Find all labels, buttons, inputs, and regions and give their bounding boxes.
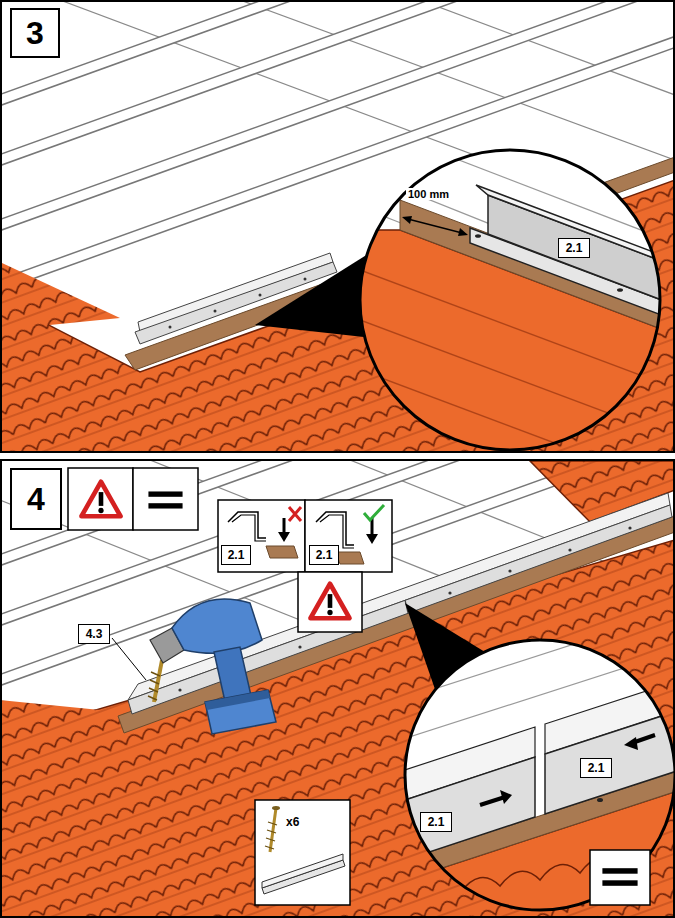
callout-box: 2.1 [558, 238, 590, 258]
roof-illustration [448, 591, 451, 594]
roof-illustration [259, 294, 262, 297]
zoom-ring [360, 150, 660, 450]
zoom-ring [405, 640, 675, 910]
roof-illustration [2, 2, 673, 285]
roof-illustration [298, 645, 301, 648]
quantity-label: x6 [284, 816, 301, 829]
roof-illustration [240, 2, 673, 160]
screw-pack-inset [262, 860, 345, 894]
zoom-detail [378, 170, 402, 191]
wrong-right-insets [278, 532, 290, 542]
header-symbols [148, 491, 182, 508]
wrong-right-insets [283, 518, 286, 534]
wrong-right-insets [316, 512, 354, 545]
wrong-right-insets [232, 515, 266, 541]
roof-illustration [508, 569, 511, 572]
wrong-right-insets [336, 552, 364, 564]
equal-symbol-box [602, 868, 637, 886]
zoom-detail [458, 228, 468, 236]
screw-pack-inset [272, 806, 280, 810]
zoom-ring [360, 150, 660, 450]
roof-illustration [2, 262, 120, 330]
equal-symbol-box [590, 850, 650, 905]
zoom-leader [255, 254, 373, 338]
callout-number: 2.1 [428, 816, 445, 828]
callout-box: 2.1 [309, 545, 339, 565]
callout-number: 2.1 [228, 549, 245, 561]
roof-illustration [214, 310, 217, 313]
roof-illustration [420, 2, 673, 95]
callout-box: 4.3 [78, 624, 110, 644]
zoom-detail [545, 710, 675, 814]
wrong-right-insets [364, 505, 384, 520]
wrong-right-insets [266, 546, 298, 558]
zoom-detail [480, 797, 505, 805]
screw-pack-inset [270, 808, 276, 852]
dimension-label: 100 mm [406, 188, 451, 200]
header-symbols [133, 468, 198, 530]
screw-pack-inset [262, 854, 343, 888]
zoom-detail [360, 320, 675, 440]
zoom-detail [402, 216, 412, 224]
drill [172, 599, 262, 653]
header-symbols [81, 482, 120, 517]
zoom-detail [400, 610, 675, 915]
callout-number: 4.3 [86, 628, 103, 640]
roof-illustration [169, 326, 172, 329]
callout-number: 2.1 [566, 242, 583, 254]
roof-illustration [178, 688, 181, 691]
drill [112, 638, 146, 680]
roof-illustration [628, 526, 631, 529]
wrong-right-insets [366, 534, 378, 544]
step-number-box: 4 [10, 468, 62, 530]
step-number-box: 3 [10, 8, 60, 58]
screw-pack-inset [265, 822, 277, 849]
zoom-leader [255, 254, 373, 338]
drill [112, 599, 276, 734]
wrong-right-insets [218, 500, 305, 572]
drill [205, 690, 270, 710]
zoom-detail [617, 288, 623, 292]
step-number: 4 [27, 483, 45, 515]
callout-box: 2.1 [420, 812, 452, 832]
equal-symbol-box [590, 850, 650, 905]
wrong-right-insets [298, 572, 362, 632]
callout-number: 2.1 [316, 549, 333, 561]
zoom-detail [340, 145, 675, 475]
callout-box: 2.1 [221, 545, 251, 565]
wrong-right-insets [218, 500, 392, 632]
step-number: 3 [26, 17, 44, 49]
zoom-detail [500, 790, 512, 804]
zoom-ring [405, 640, 675, 910]
roof-illustration [568, 548, 571, 551]
header-symbols [68, 468, 198, 530]
callout-box: 2.1 [580, 758, 612, 778]
drill [154, 660, 162, 702]
roof-illustration [304, 278, 307, 281]
wrong-right-insets [289, 507, 301, 521]
zoom-detail [404, 218, 466, 234]
screw-pack-inset [255, 800, 350, 905]
roof-illustration [2, 700, 120, 740]
zoom-detail [624, 737, 638, 750]
zoom-detail [597, 798, 603, 802]
screw-pack-inset [255, 800, 350, 905]
callout-number: 2.1 [588, 762, 605, 774]
wrong-right-insets [310, 584, 349, 619]
wrong-right-insets [228, 512, 266, 538]
header-symbols [68, 468, 133, 530]
wrong-right-insets [320, 515, 354, 548]
drill [205, 690, 276, 734]
zoom-detail [476, 185, 675, 268]
zoom-detail [400, 635, 675, 915]
wrong-right-insets [305, 500, 392, 572]
zoom-detail [475, 234, 481, 238]
zoom-detail [400, 610, 675, 700]
drill [148, 672, 160, 700]
